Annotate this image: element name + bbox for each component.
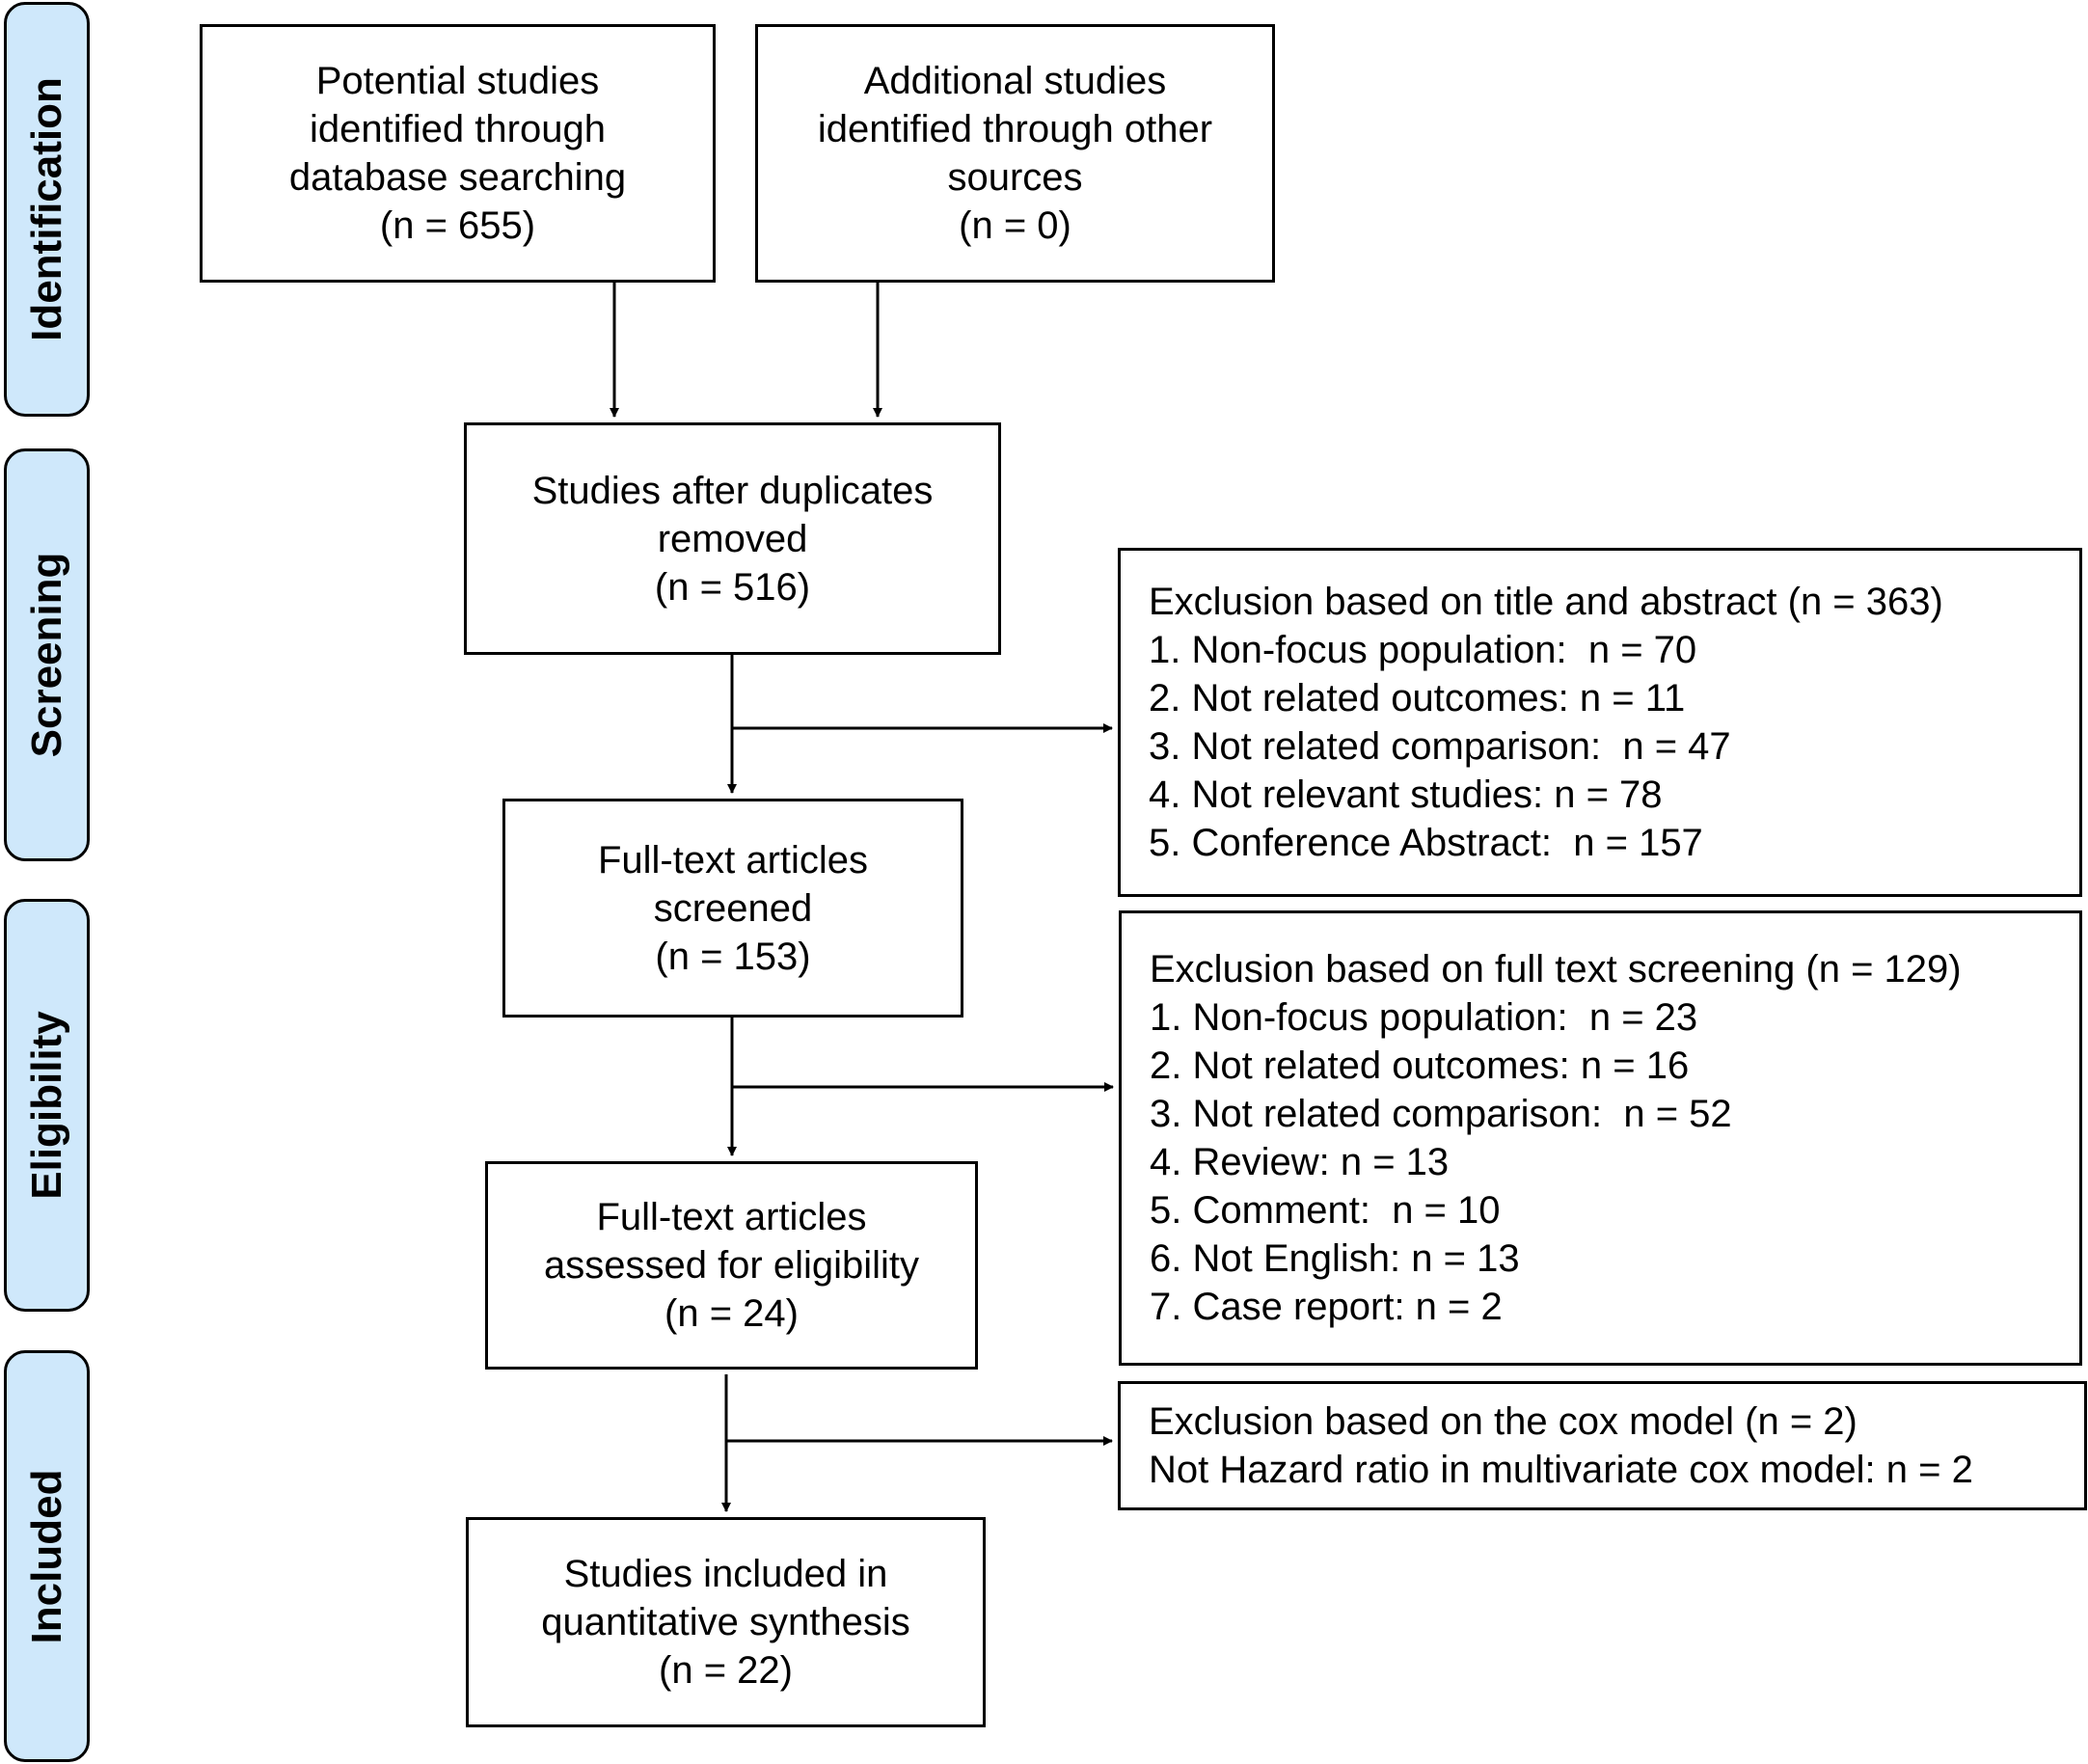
fulltext-assessed-count: (n = 24) xyxy=(664,1292,799,1335)
exclusion-title-abstract-item: 4. Not relevant studies: n = 78 xyxy=(1149,773,1663,816)
exclusion-full-text-item: 2. Not related outcomes: n = 16 xyxy=(1150,1045,1690,1087)
fulltext-screened-line-2: screened xyxy=(653,886,813,930)
exclusion-cox-model-heading: Exclusion based on the cox model (n = 2) xyxy=(1149,1400,1858,1443)
fulltext-assessed-line-2: assessed for eligibility xyxy=(543,1244,920,1287)
exclusion-full-text-item: 4. Review: n = 13 xyxy=(1150,1141,1450,1183)
database-search-line-3: database searching xyxy=(288,156,627,199)
fulltext-screened-count: (n = 153) xyxy=(655,935,811,978)
studies-included-box: Studies included in quantitative synthes… xyxy=(466,1517,986,1727)
database-search-box: Potential studies identified through dat… xyxy=(200,24,716,283)
database-search-line-1: Potential studies xyxy=(315,60,600,102)
fulltext-assessed-line-1: Full-text articles xyxy=(596,1196,867,1238)
exclusion-full-text-item: 6. Not English: n = 13 xyxy=(1150,1237,1520,1280)
database-search-line-2: identified through xyxy=(310,108,606,150)
exclusion-cox-model-box: Exclusion based on the cox model (n = 2)… xyxy=(1118,1381,2087,1510)
other-sources-box: Additional studies identified through ot… xyxy=(755,24,1275,283)
other-sources-count: (n = 0) xyxy=(959,204,1071,247)
phase-included: Included xyxy=(4,1350,90,1762)
after-duplicates-line-1: Studies after duplicates xyxy=(531,469,934,512)
exclusion-full-text-item: 7. Case report: n = 2 xyxy=(1150,1286,1503,1328)
other-sources-line-1: Additional studies xyxy=(863,60,1167,102)
phase-screening: Screening xyxy=(4,448,90,861)
fulltext-screened-box: Full-text articles screened (n = 153) xyxy=(502,799,963,1018)
phase-identification: Identification xyxy=(4,2,90,417)
studies-included-line-1: Studies included in xyxy=(563,1553,888,1595)
studies-included-line-2: quantitative synthesis xyxy=(541,1601,910,1643)
exclusion-title-abstract-item: 5. Conference Abstract: n = 157 xyxy=(1149,822,1703,864)
exclusion-full-text-item: 3. Not related comparison: n = 52 xyxy=(1150,1093,1732,1135)
exclusion-full-text-heading: Exclusion based on full text screening (… xyxy=(1150,948,1962,991)
exclusion-cox-model-item: Not Hazard ratio in multivariate cox mod… xyxy=(1149,1449,1973,1491)
studies-included-count: (n = 22) xyxy=(659,1649,793,1692)
fulltext-assessed-box: Full-text articles assessed for eligibil… xyxy=(485,1161,978,1370)
database-search-count: (n = 655) xyxy=(379,204,536,247)
fulltext-screened-line-1: Full-text articles xyxy=(597,838,869,882)
exclusion-full-text-box: Exclusion based on full text screening (… xyxy=(1119,910,2082,1366)
other-sources-line-3: sources xyxy=(947,156,1083,199)
exclusion-full-text-item: 5. Comment: n = 10 xyxy=(1150,1189,1501,1232)
exclusion-title-abstract-box: Exclusion based on title and abstract (n… xyxy=(1118,548,2082,897)
exclusion-full-text-item: 1. Non-focus population: n = 23 xyxy=(1150,996,1698,1039)
exclusion-title-abstract-item: 1. Non-focus population: n = 70 xyxy=(1149,629,1697,671)
exclusion-title-abstract-heading: Exclusion based on title and abstract (n… xyxy=(1149,581,1943,623)
other-sources-line-2: identified through other xyxy=(817,108,1213,150)
exclusion-title-abstract-item: 3. Not related comparison: n = 47 xyxy=(1149,725,1731,768)
after-duplicates-count: (n = 516) xyxy=(654,565,811,609)
after-duplicates-box: Studies after duplicates removed (n = 51… xyxy=(464,422,1001,655)
exclusion-title-abstract-item: 2. Not related outcomes: n = 11 xyxy=(1149,677,1686,719)
after-duplicates-line-2: removed xyxy=(657,517,808,560)
phase-eligibility: Eligibility xyxy=(4,899,90,1312)
